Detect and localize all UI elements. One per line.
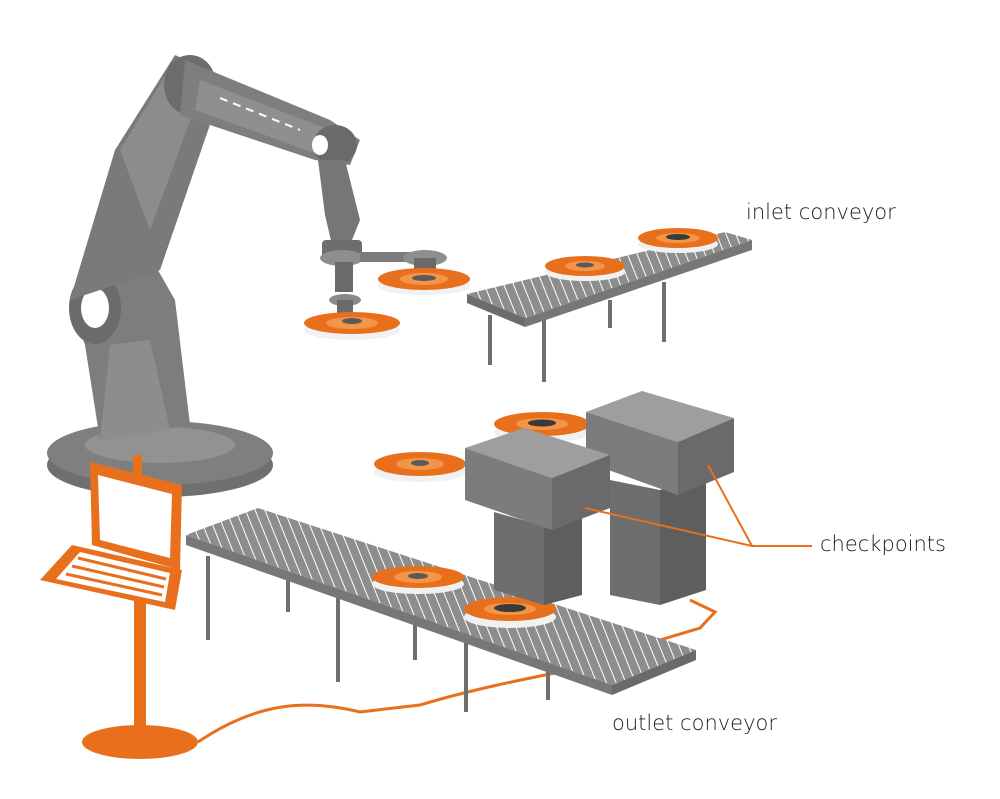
disc-icon (638, 228, 718, 253)
disc-icon (378, 268, 470, 295)
checkpoints-label: checkpoints (820, 532, 946, 556)
disc-icon (464, 597, 556, 628)
disc-icon (304, 312, 400, 340)
robot-arm-icon (47, 55, 447, 497)
disc-icon (494, 412, 590, 443)
inlet-conveyor-label: inlet conveyor (746, 200, 896, 224)
disc-icon (374, 452, 466, 482)
outlet-conveyor-label: outlet conveyor (612, 711, 778, 735)
checkpoints-leader (584, 464, 812, 547)
robot-wrist (318, 160, 360, 245)
workstation-base (82, 725, 198, 759)
disc-icon (372, 566, 464, 594)
workstation-icon (40, 455, 198, 759)
disc-icon (545, 256, 625, 281)
checkpoint-icon (586, 391, 734, 605)
inlet-conveyor-icon (467, 232, 752, 382)
checkpoint-icon (465, 428, 610, 605)
outlet-conveyor-icon (186, 508, 696, 712)
